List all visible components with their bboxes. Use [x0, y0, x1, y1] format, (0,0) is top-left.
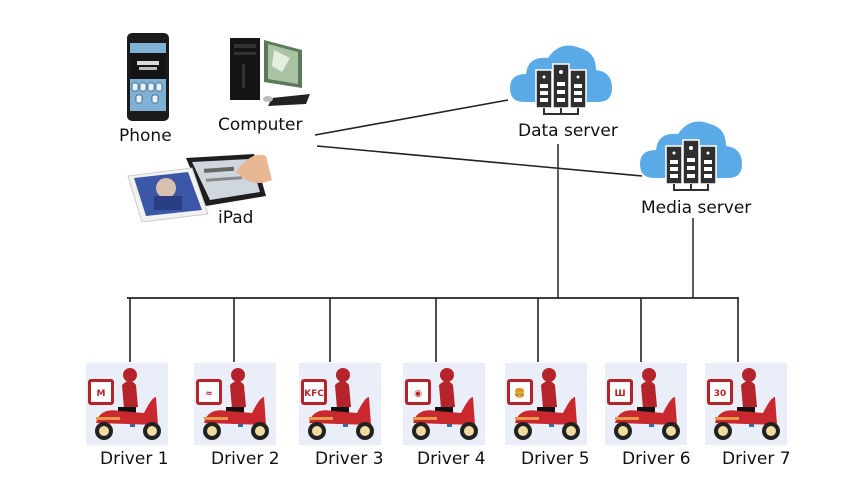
- delivery-scooter-icon: ≈: [196, 368, 269, 440]
- driver-4-tile: ◉: [403, 363, 485, 445]
- driver-2-label: Driver 2: [211, 449, 280, 469]
- ipad-label: iPad: [218, 208, 254, 228]
- cloud-server-icon: [510, 45, 612, 115]
- driver-1-tile: M: [86, 363, 168, 445]
- media-server-label: Media server: [641, 198, 752, 218]
- driver-5-label: Driver 5: [521, 449, 590, 469]
- brand-logo-icon: KFC: [304, 389, 324, 399]
- driver-2-tile: ≈: [194, 363, 276, 445]
- data-server-node: [510, 40, 612, 118]
- computer-to-media-server-link: [316, 145, 643, 177]
- brand-logo-icon: 30: [714, 389, 727, 399]
- driver-3-tile: KFC: [299, 363, 381, 445]
- brand-logo-icon: M: [97, 389, 106, 399]
- delivery-scooter-icon: 30: [707, 368, 780, 440]
- delivery-scooter-icon: KFC: [301, 368, 374, 440]
- delivery-scooter-icon: Ш: [607, 368, 680, 440]
- computer-label: Computer: [218, 115, 303, 135]
- phone-device: [127, 33, 169, 121]
- computer-device: [230, 36, 312, 108]
- desktop-computer-icon: [230, 38, 310, 106]
- cloud-server-icon: [640, 121, 742, 191]
- delivery-scooter-icon: ◉: [405, 368, 478, 440]
- driver-4-label: Driver 4: [417, 449, 486, 469]
- driver-6-label: Driver 6: [622, 449, 691, 469]
- computer-to-data-server-link: [314, 99, 509, 136]
- delivery-scooter-icon: M: [88, 368, 161, 440]
- driver-6-tile: Ш: [605, 363, 687, 445]
- brand-logo-icon: 🍔: [514, 387, 525, 399]
- driver-7-tile: 30: [705, 363, 787, 445]
- brand-logo-icon: ◉: [414, 389, 422, 399]
- driver-7-label: Driver 7: [722, 449, 791, 469]
- driver-5-tile: 🍔: [505, 363, 587, 445]
- driver-1-label: Driver 1: [100, 449, 169, 469]
- brand-logo-icon: Ш: [614, 389, 625, 399]
- driver-drops: [129, 298, 739, 362]
- brand-logo-icon: ≈: [205, 389, 213, 399]
- phone-label: Phone: [119, 126, 172, 146]
- driver-3-label: Driver 3: [315, 449, 384, 469]
- delivery-scooter-icon: 🍔: [507, 368, 580, 440]
- data-server-label: Data server: [518, 121, 618, 141]
- ipad-device: [126, 150, 274, 223]
- media-server-node: [640, 116, 742, 194]
- tablet-icon: [127, 154, 272, 223]
- smartphone-icon: [127, 33, 169, 121]
